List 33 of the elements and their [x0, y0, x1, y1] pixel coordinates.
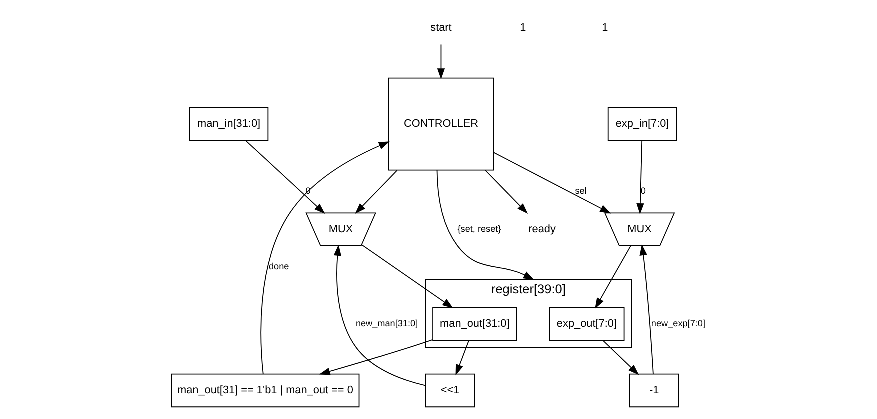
- arrow: [319, 339, 434, 376]
- arrow: [493, 152, 612, 214]
- arrow: [640, 244, 654, 375]
- edge-label: new_exp[7:0]: [651, 318, 706, 329]
- node-box: -1: [629, 374, 680, 408]
- arrow: [355, 170, 398, 214]
- label: 1: [520, 22, 526, 34]
- node-box: CONTROLLER: [388, 78, 494, 171]
- arrow: [485, 170, 528, 214]
- arrow: [595, 246, 632, 310]
- arrow: [334, 244, 426, 386]
- arrow: [260, 142, 390, 375]
- edge-label: sel: [575, 186, 587, 196]
- node-box: man_out[31:0]: [432, 307, 518, 342]
- label: 1: [602, 22, 608, 34]
- node-box: man_in[31:0]: [189, 108, 269, 142]
- node-box: exp_out[7:0]: [549, 307, 625, 342]
- node-box: man_out[31] == 1'b1 | man_out == 0: [171, 374, 360, 408]
- node-text: start: [430, 22, 452, 34]
- edge-label: new_man[31:0]: [356, 318, 418, 329]
- node-box: exp_in[7:0]: [608, 108, 678, 142]
- node-box: <<1: [425, 374, 476, 408]
- edge-label: done: [268, 262, 290, 272]
- arrow: [602, 340, 640, 376]
- arrow: [436, 170, 534, 280]
- edge-label: {set, reset}: [458, 224, 502, 234]
- node-text: ready: [528, 223, 556, 236]
- edge-label: 0: [640, 186, 646, 196]
- arrow: [456, 340, 470, 376]
- arrow: [246, 140, 326, 214]
- arrow: [362, 244, 454, 308]
- arrow: [636, 140, 644, 214]
- arrow: [437, 44, 446, 80]
